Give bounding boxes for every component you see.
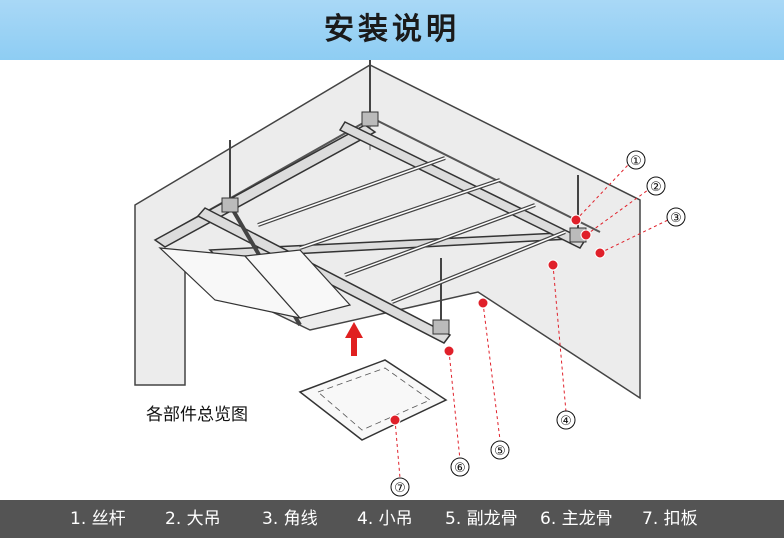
ceiling-panels <box>158 247 352 319</box>
legend-item-2: 2. 大吊 <box>165 509 221 529</box>
legend-item-5: 5. 副龙骨 <box>445 509 518 529</box>
overview-label: 各部件总览图 <box>146 405 248 425</box>
parts-legend: 1. 丝杆 2. 大吊 3. 角线 4. 小吊 5. 副龙骨 6. 主龙骨 7.… <box>0 500 784 538</box>
legend-item-6: 6. 主龙骨 <box>540 509 613 529</box>
ceiling-installation-diagram: ① ② ③ ④ ⑤ ⑥ ⑦ <box>134 60 686 497</box>
main-channels <box>153 121 591 344</box>
install-direction-arrow <box>345 322 363 356</box>
callout-7: ⑦ <box>394 481 406 496</box>
legend-item-1: 1. 丝杆 <box>70 509 126 529</box>
callout-numbers: ① ② ③ ④ ⑤ ⑥ ⑦ <box>394 154 682 496</box>
callout-circles <box>390 150 686 497</box>
hanger-clips <box>221 111 587 335</box>
hanger-rods <box>229 60 579 325</box>
callout-1: ① <box>630 154 642 169</box>
title-banner: 安装说明 <box>0 0 784 60</box>
callout-3: ③ <box>670 211 682 226</box>
legend-item-7: 7. 扣板 <box>642 509 698 529</box>
leader-lines <box>394 164 669 479</box>
callout-5: ⑤ <box>494 444 506 459</box>
callout-4: ④ <box>560 414 572 429</box>
callout-2: ② <box>650 180 662 195</box>
legend-item-3: 3. 角线 <box>262 509 318 529</box>
loose-ceiling-panel-inner <box>317 367 431 431</box>
cross-runners-inner <box>257 157 566 303</box>
legend-item-4: 4. 小吊 <box>357 509 413 529</box>
page-title: 安装说明 <box>324 12 460 47</box>
callout-6: ⑥ <box>454 461 466 476</box>
loose-ceiling-panel <box>298 359 448 441</box>
